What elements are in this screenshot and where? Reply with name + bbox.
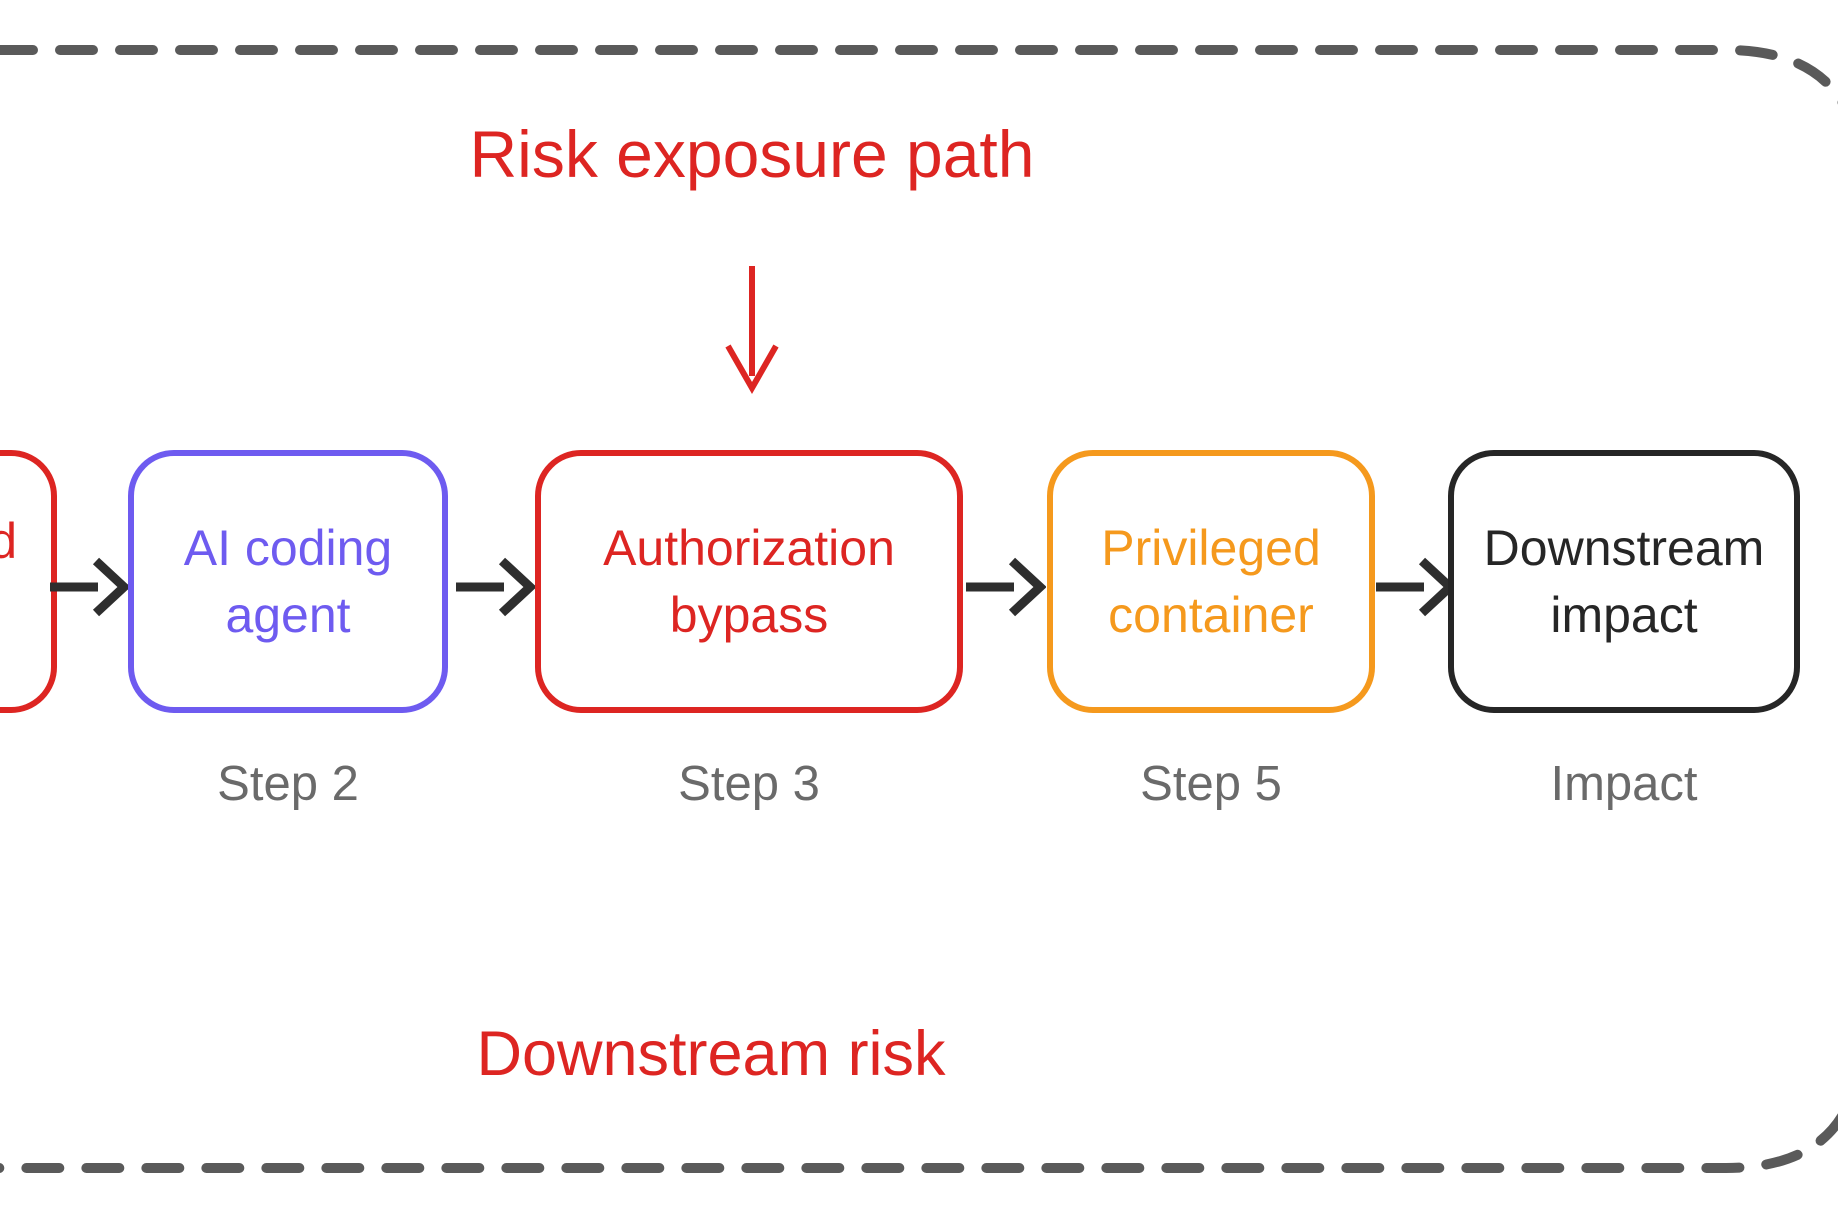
step-label: Impact — [1550, 757, 1698, 811]
step-label: Step 2 — [217, 757, 359, 811]
flow-node-ai-coding-agent: AI coding agent — [128, 450, 448, 713]
flow-node-label: Authorization bypass — [603, 519, 895, 643]
flow-node-label: AI coding agent — [183, 519, 393, 643]
flow-node-label: Downstream impact — [1483, 519, 1765, 643]
flow-node-privileged-container: Privileged container — [1047, 450, 1375, 713]
arrow-right-icon — [452, 547, 536, 627]
arrow-right-icon — [46, 547, 130, 627]
step-label: Step 5 — [1140, 757, 1282, 811]
flow-node-authorization-bypass: Authorization bypass — [535, 450, 963, 713]
flow-node-label: Privileged container — [1101, 519, 1321, 643]
downstream-risk-annotation: Downstream risk — [476, 1019, 946, 1089]
flow-node-downstream-impact: Downstream impact — [1448, 450, 1800, 713]
risk-path-annotation: Risk exposure path — [469, 117, 1035, 191]
arrow-right-icon — [1372, 547, 1456, 627]
flow-node-truncated-label: d — [0, 513, 17, 569]
arrow-right-icon — [962, 547, 1046, 627]
arrow-down-icon — [700, 258, 804, 410]
step-label: Step 3 — [678, 757, 820, 811]
